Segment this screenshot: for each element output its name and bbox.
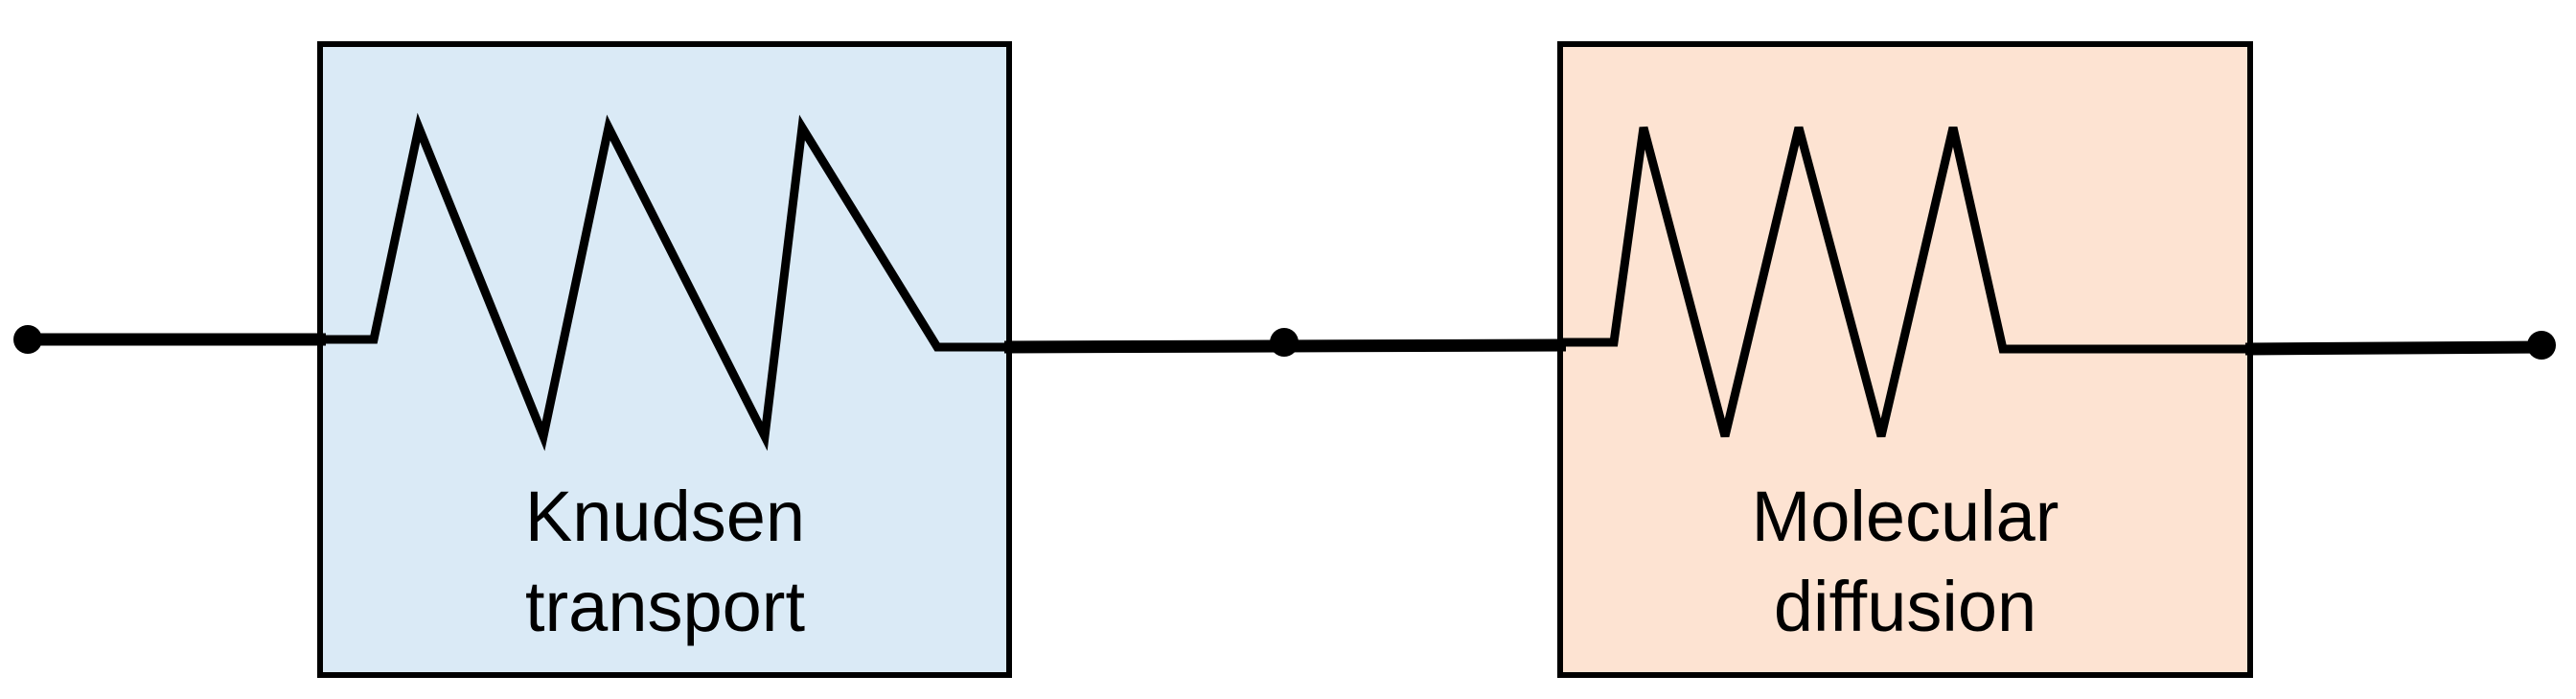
middle-terminal-node[interactable] [1270, 328, 1299, 357]
molecular-label-line2: diffusion [1774, 567, 2036, 646]
resistor-block-molecular[interactable]: Molecular diffusion [1557, 41, 2253, 678]
knudsen-label-line1: Knudsen [525, 477, 805, 556]
right-terminal-node[interactable] [2527, 331, 2556, 360]
knudsen-zigzag-resistor-symbol [320, 112, 1009, 452]
resistor-block-knudsen[interactable]: Knudsen transport [317, 41, 1012, 678]
wire-right-lead [2244, 340, 2546, 356]
knudsen-box-fill [317, 41, 1012, 678]
terminal-group [13, 325, 2556, 360]
knudsen-label-line2: transport [525, 567, 805, 646]
left-terminal-node[interactable] [13, 325, 42, 354]
molecular-box-fill [1557, 41, 2253, 678]
molecular-zigzag-resistor-symbol [1560, 126, 2250, 438]
molecular-label-line1: Molecular [1752, 477, 2059, 556]
